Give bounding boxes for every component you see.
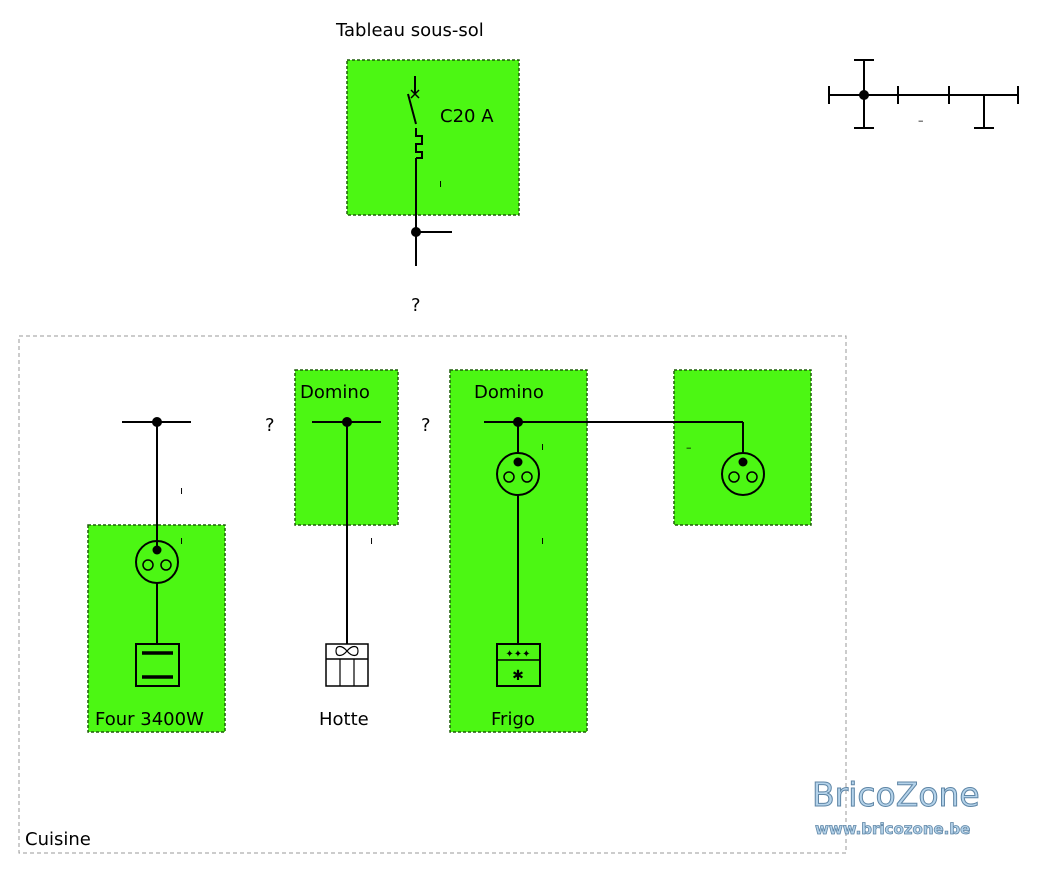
outlet-icon [721,452,765,496]
domino-2-label: Domino [474,382,544,403]
legend-symbol-icon [828,59,1019,129]
four-label: Four 3400W [95,709,204,730]
watermark-brand: BricoZone [812,775,980,814]
svg-text:✦✦✦: ✦✦✦ [505,649,530,660]
watermark-url: www.bricozone.be [815,820,970,838]
right-outlet-tick: – [686,441,692,454]
room-label: Cuisine [25,829,91,850]
domino-1-label: Domino [300,382,370,403]
hotte-label: Hotte [319,709,369,730]
unknown-mark-middle: ? [421,415,431,436]
unknown-mark-top: ? [411,295,421,316]
panel-tick: ı [439,177,442,190]
frigo-wire-tick: ı [541,534,544,547]
fridge-icon: ✦✦✦ ✱ [496,643,541,687]
breaker-rating: C20 A [440,106,494,127]
panel-title: Tableau sous-sol [335,20,484,41]
hotte-wire-tick: ı [370,534,373,547]
legend-tick: – [918,114,924,127]
panel-box [346,59,520,216]
four-wire-tick: ı [180,484,183,497]
circuit-breaker-icon [407,76,423,266]
hood-fan-icon [325,643,369,687]
frigo-label: Frigo [491,709,535,730]
oven-icon [135,643,180,687]
svg-text:✱: ✱ [512,668,524,684]
four-outlet-tick: ı [180,534,183,547]
cuisine-frame [18,335,847,854]
frigo-outlet-tick: ı [541,440,544,453]
unknown-mark-left: ? [265,415,275,436]
